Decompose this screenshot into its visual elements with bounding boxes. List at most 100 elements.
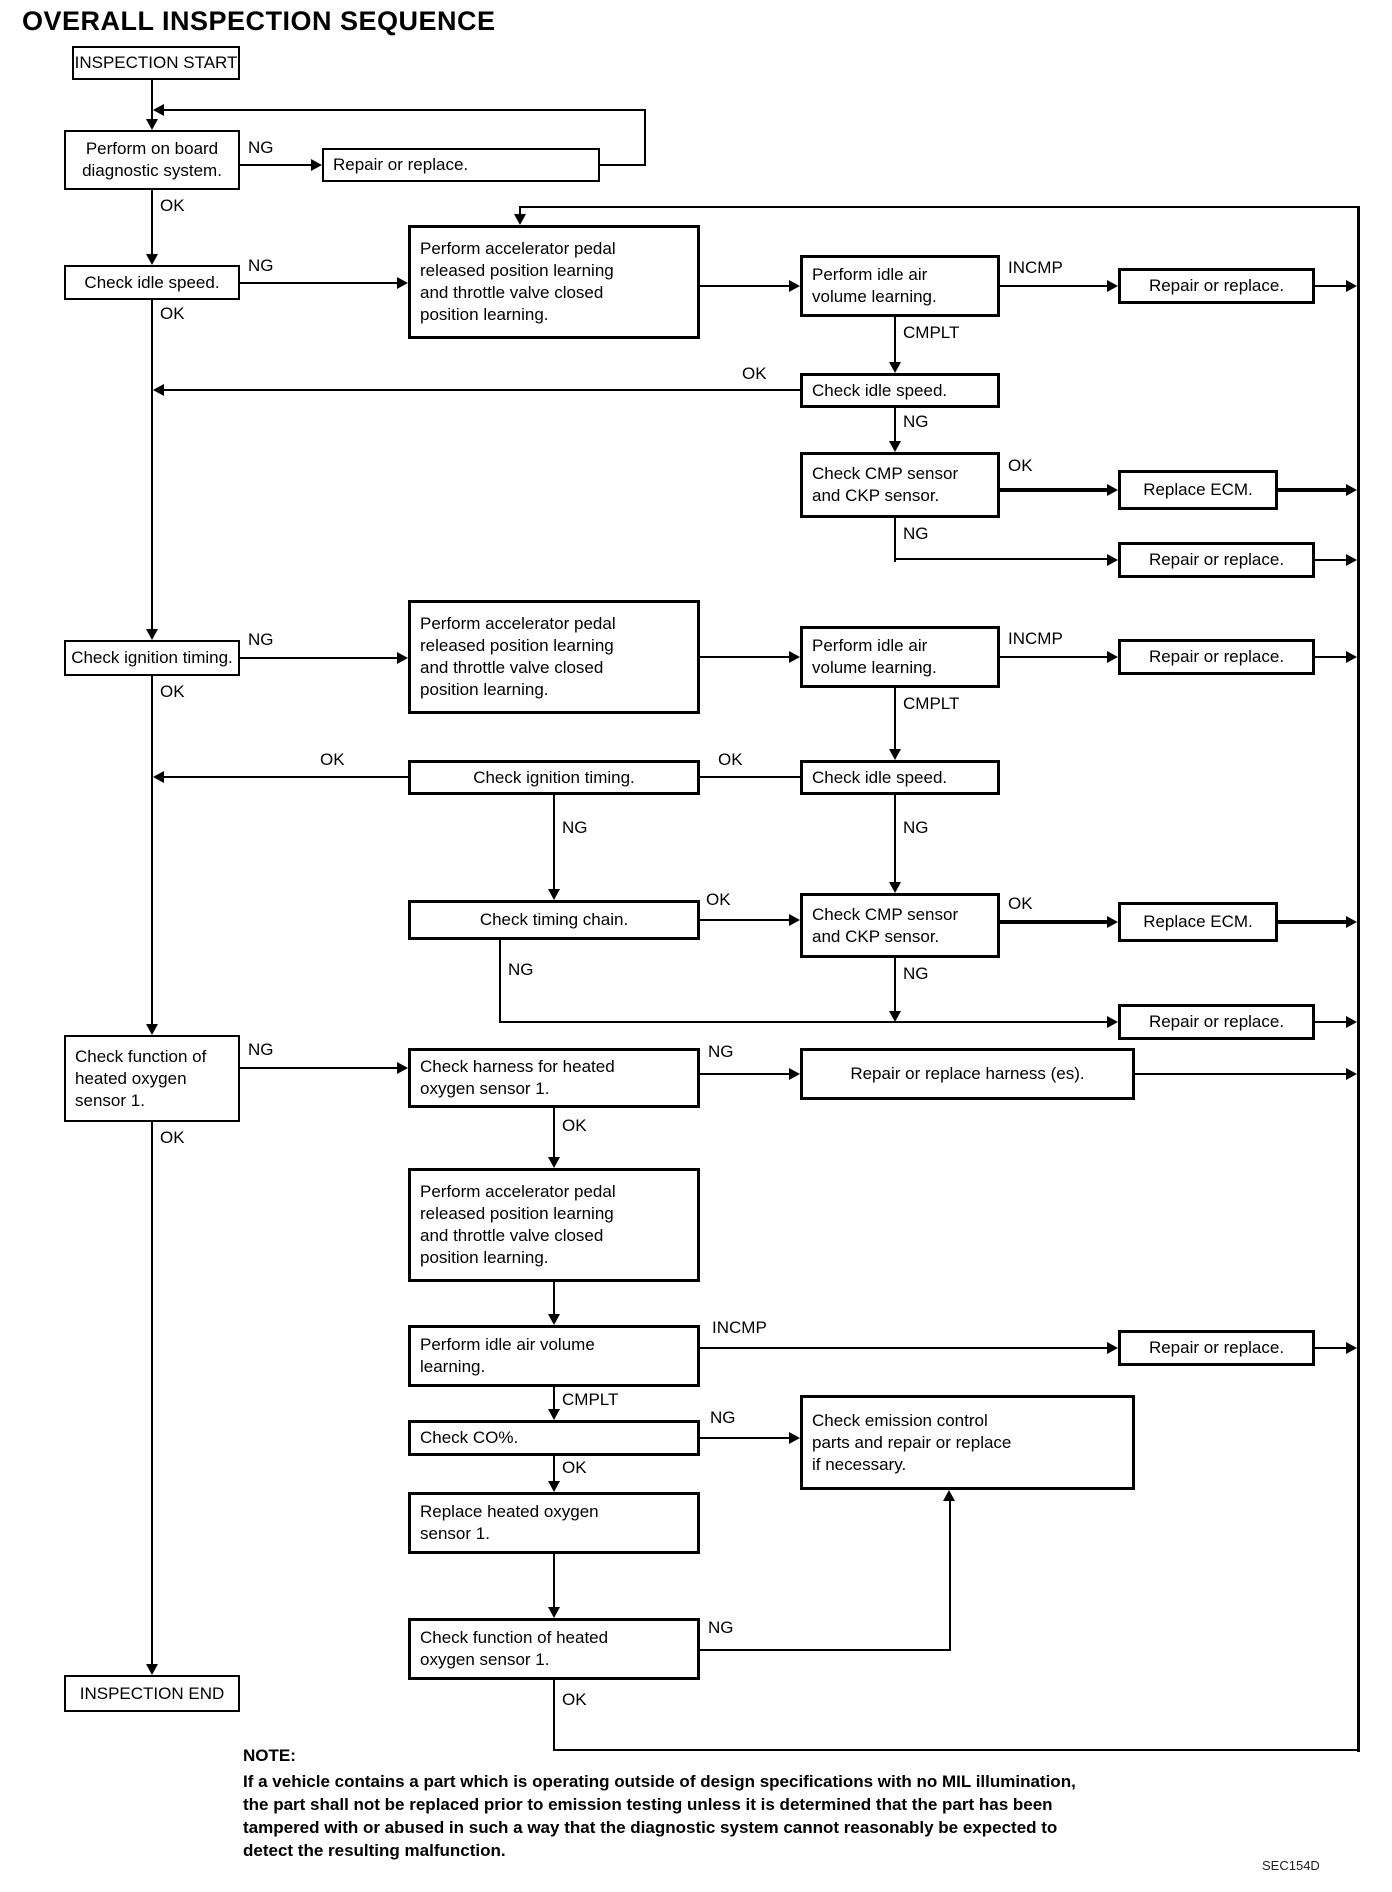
arrowhead [889,749,901,760]
flow-line [700,1649,951,1651]
flow-line [700,285,789,287]
edge-label-ok: OK [320,750,345,769]
edge-label-cmplt: CMPLT [562,1390,619,1409]
note-body: If a vehicle contains a part which is op… [243,1772,1076,1860]
flow-line [894,558,1107,560]
flow-line [553,1680,555,1750]
arrowhead [548,1314,560,1325]
flow-line [1315,1347,1348,1349]
arrowhead [146,629,158,640]
arrowhead [311,159,322,171]
arrowhead [943,1490,955,1501]
edge-label-ng: NG [903,818,929,837]
flow-line [553,1282,555,1314]
arrowhead [548,889,560,900]
arrowhead [1107,651,1118,663]
edge-label-ok: OK [160,196,185,215]
flow-line [499,1021,1107,1023]
node-check-cmp-2: Check CMP sensor and CKP sensor. [800,893,1000,958]
arrowhead [1107,1342,1118,1354]
arrowhead [397,652,408,664]
arrowhead [1346,554,1357,566]
arrowhead [789,914,800,926]
edge-label-ng: NG [708,1618,734,1637]
node-accel-learning-1: Perform accelerator pedal released posit… [408,225,700,339]
node-check-timing-chain: Check timing chain. [408,900,700,940]
arrowhead [153,384,164,396]
node-repair-1: Repair or replace. [1118,268,1315,304]
edge-label-ng: NG [903,412,929,431]
edge-label-ng: NG [710,1408,736,1427]
node-check-ho2s-2: Check function of heated oxygen sensor 1… [408,1618,700,1680]
arrowhead [1107,484,1118,496]
flow-line [499,940,501,1022]
edge-label-ng: NG [903,524,929,543]
flow-line [700,1437,789,1439]
arrowhead [153,771,164,783]
arrowhead [1346,1068,1357,1080]
arrowhead [548,1157,560,1168]
flow-line [151,676,153,1024]
flow-line [1315,656,1348,658]
flow-line [1000,285,1107,287]
node-accel-learning-3: Perform accelerator pedal released posit… [408,1168,700,1282]
arrowhead [1346,1016,1357,1028]
arrowhead [1346,484,1357,496]
arrowhead [153,104,164,116]
flow-line [1315,285,1348,287]
flow-line [519,206,521,214]
flow-line [151,1122,153,1664]
flow-line [151,80,153,120]
arrowhead [889,882,901,893]
flow-line [700,919,789,921]
flow-line [240,282,397,284]
arrowhead [889,441,901,452]
flow-line [164,389,800,391]
flow-line [553,1108,555,1157]
arrowhead [889,362,901,373]
flow-line [520,206,1359,208]
page-title: OVERALL INSPECTION SEQUENCE [22,6,496,36]
edge-label-ng: NG [248,256,274,275]
arrowhead [889,1011,901,1022]
node-idle-air-3: Perform idle air volume learning. [408,1325,700,1387]
arrowhead [1346,916,1357,928]
edge-label-ok: OK [718,750,743,769]
edge-label-ok: OK [562,1116,587,1135]
flow-line [164,776,408,778]
arrowhead [1107,916,1118,928]
node-repair-harness: Repair or replace harness (es). [800,1048,1135,1100]
flow-line [553,1456,555,1481]
node-idle-air-1: Perform idle air volume learning. [800,255,1000,317]
flow-line [1315,559,1348,561]
edge-label-cmplt: CMPLT [903,323,960,342]
node-check-ho2s-left: Check function of heated oxygen sensor 1… [64,1035,240,1122]
node-accel-learning-2: Perform accelerator pedal released posit… [408,600,700,714]
arrowhead [1346,1342,1357,1354]
flow-line [1135,1073,1348,1075]
arrowhead [1346,651,1357,663]
flow-line [700,776,800,778]
arrowhead [1107,1016,1118,1028]
edge-label-ok: OK [562,1690,587,1709]
flow-line [700,1073,789,1075]
flow-line [1000,656,1107,658]
arrowhead [397,277,408,289]
flow-line [700,656,789,658]
arrowhead [146,1664,158,1675]
node-perform-obd: Perform on board diagnostic system. [64,130,240,190]
flow-line [151,190,153,254]
figure-code: SEC154D [1262,1858,1320,1873]
flow-line [553,1554,555,1607]
flow-line [240,164,311,166]
node-repair-4: Repair or replace. [1118,1004,1315,1040]
flow-line [894,795,896,882]
flow-line [553,1749,1359,1751]
arrowhead [146,1024,158,1035]
flow-line [1000,920,1107,924]
edge-label-ng: NG [248,138,274,157]
edge-label-ok: OK [160,682,185,701]
flow-line [600,164,646,166]
arrowhead [397,1062,408,1074]
